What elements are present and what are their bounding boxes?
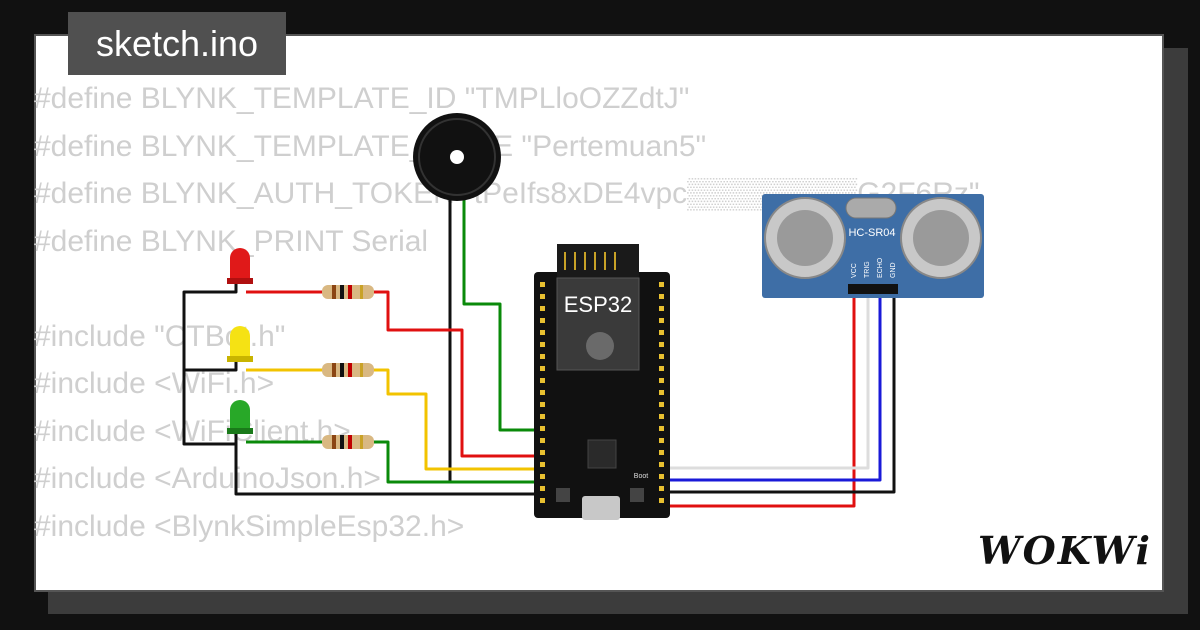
code-line: #include <ArduinoJson.h> bbox=[34, 462, 381, 495]
buzzer bbox=[413, 113, 501, 201]
led-yellow bbox=[227, 326, 253, 362]
wokwi-logo: WOKWi bbox=[978, 528, 1152, 573]
sensor-pin-label: VCC bbox=[851, 263, 858, 278]
wire-black bbox=[234, 432, 536, 496]
wire-green bbox=[462, 184, 536, 432]
wire-white bbox=[664, 292, 870, 470]
led-red bbox=[227, 248, 253, 284]
wire-red bbox=[374, 290, 536, 458]
wire-yellow bbox=[374, 368, 536, 471]
led-green bbox=[227, 400, 253, 434]
boot-label: Boot bbox=[634, 473, 648, 480]
resistor bbox=[322, 435, 374, 449]
code-line: #include <BlynkSimpleEsp32.h> bbox=[34, 509, 465, 543]
resistor bbox=[322, 285, 374, 299]
sensor-pin-label: ECHO bbox=[877, 257, 884, 278]
sensor-pin-label: GND bbox=[890, 262, 897, 278]
resistor bbox=[322, 363, 374, 377]
wire-blue bbox=[664, 292, 882, 482]
wire-black bbox=[182, 282, 238, 446]
code-line: #include "CTBot.h" bbox=[34, 319, 286, 353]
wire-black bbox=[664, 292, 896, 494]
sensor-pin-label: TRIG bbox=[864, 261, 871, 278]
hc-sr04-sensor: HC-SR04 VCC TRIG ECHO GND bbox=[762, 194, 984, 298]
wire-black bbox=[184, 360, 238, 372]
code-line: #include <WiFi.h> bbox=[34, 367, 275, 400]
board-label: ESP32 bbox=[564, 292, 633, 317]
code-line: #define BLYNK_TEMPLATE_ID "TMPLloOZZdtJ" bbox=[34, 82, 690, 115]
esp32-board: ESP32 Boot bbox=[534, 244, 670, 520]
wire-red bbox=[664, 292, 856, 508]
code-preview: #define BLYNK_TEMPLATE_ID "TMPLloOZZdtJ"… bbox=[34, 75, 980, 550]
sensor-label: HC-SR04 bbox=[848, 227, 895, 239]
filename-tab: sketch.ino bbox=[68, 12, 286, 75]
code-line: #define BLYNK_TEMPLATE_NAME "Pertemuan5" bbox=[34, 129, 707, 163]
wire-green bbox=[374, 440, 536, 484]
